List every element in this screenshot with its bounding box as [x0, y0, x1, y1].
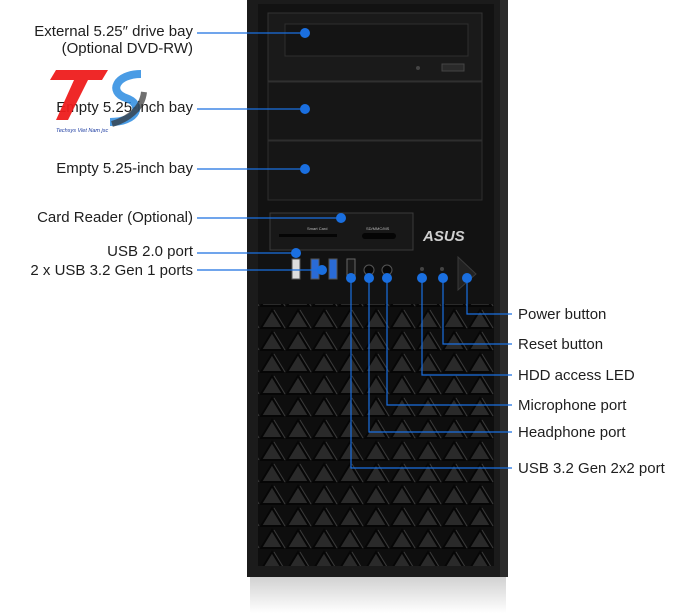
callout-lines — [197, 32, 512, 469]
label-headphone: Headphone port — [518, 424, 626, 441]
watermark-logo: Techsys Viet Nam jsc — [50, 70, 147, 134]
label-empty-bay-2: Empty 5.25-inch bay — [56, 160, 193, 177]
label-hdd-led: HDD access LED — [518, 367, 635, 384]
label-dvd-bay: External 5.25″ drive bay(Optional DVD-RW… — [34, 23, 193, 57]
smart-card-slot[interactable] — [279, 234, 337, 237]
sd-slot[interactable] — [362, 233, 396, 239]
card-slot-label: Smart Card — [307, 226, 327, 231]
case-reflection — [250, 575, 506, 613]
front-mesh — [258, 304, 494, 566]
label-usb2: USB 2.0 port — [107, 243, 193, 260]
usb2-port[interactable] — [291, 258, 301, 280]
empty-bay-1 — [267, 81, 483, 141]
logo-tagline: Techsys Viet Nam jsc — [56, 128, 109, 134]
empty-bay-2 — [267, 140, 483, 201]
eject-button[interactable] — [441, 63, 465, 72]
label-card-reader: Card Reader (Optional) — [37, 209, 193, 226]
callout-dots — [291, 28, 472, 283]
reset-button-hole[interactable] — [440, 267, 444, 271]
label-power: Power button — [518, 306, 607, 323]
sd-slot-label: SD/MMC/MS — [366, 226, 390, 231]
label-usb-2x2: USB 3.2 Gen 2x2 port — [518, 460, 665, 477]
usb3-port-2[interactable] — [328, 258, 338, 280]
label-usb3: 2 x USB 3.2 Gen 1 ports — [30, 262, 193, 279]
label-empty-bay-1: Empty 5.25-inch bay — [56, 99, 193, 116]
label-reset: Reset button — [518, 336, 604, 353]
hdd-led — [420, 267, 424, 271]
label-mic: Microphone port — [518, 397, 627, 414]
asus-logo: ASUS — [422, 228, 465, 245]
